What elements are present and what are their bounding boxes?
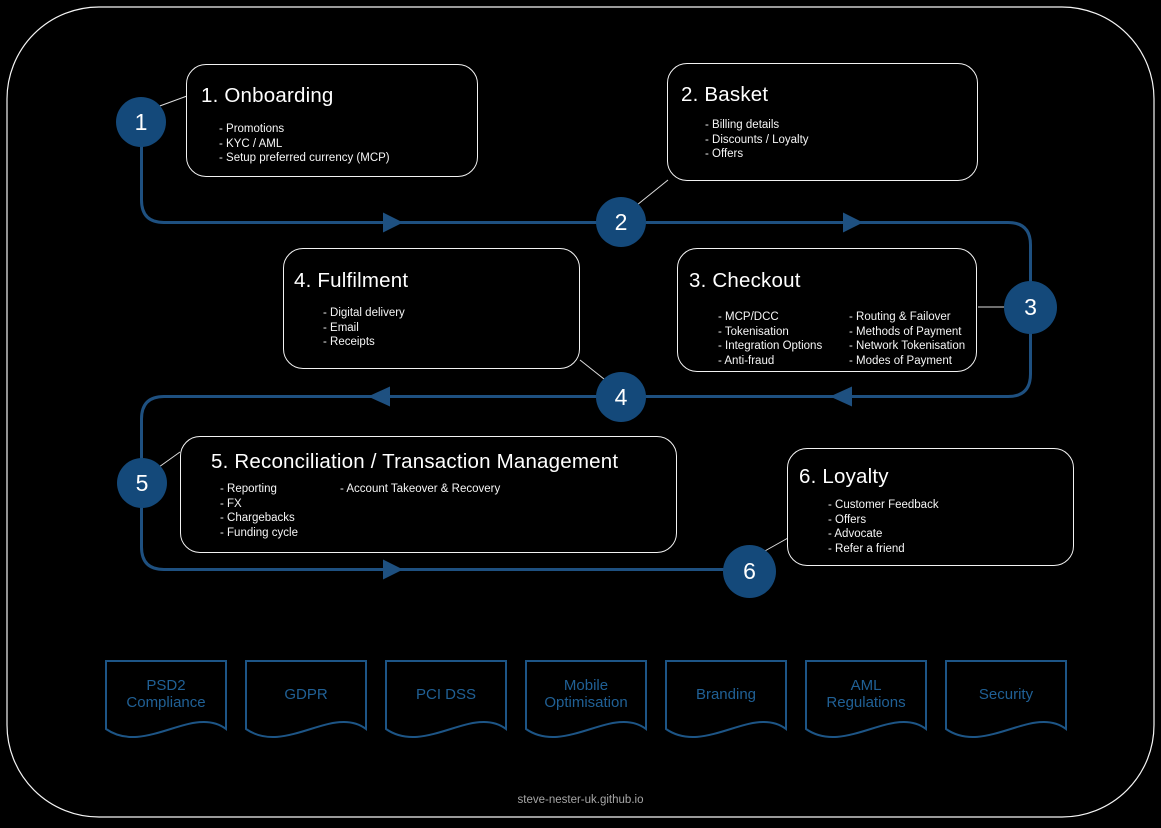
- bullet-item: - Chargebacks: [220, 512, 295, 524]
- bullet-item: - Receipts: [323, 336, 375, 348]
- banner-gdpr: GDPR: [245, 660, 367, 748]
- flow-node-6: 6: [723, 545, 776, 598]
- bullet-item: - Reporting: [220, 483, 277, 495]
- flow-node-2: 2: [596, 197, 646, 247]
- arrow-right-icon: [383, 212, 403, 233]
- step-box-checkout: 3. Checkout - MCP/DCC - Tokenisation - I…: [677, 248, 977, 372]
- bullet-item: - Tokenisation: [718, 325, 789, 338]
- step-title: 2. Basket: [681, 83, 769, 106]
- bullet-item: - Email: [323, 321, 359, 334]
- wave-banner-icon: [805, 660, 927, 738]
- step-title: 6. Loyalty: [799, 465, 889, 488]
- banner-psd2-compliance: PSD2 Compliance: [105, 660, 227, 748]
- banner-label: Security: [978, 685, 1034, 703]
- bullet-item: - Offers: [705, 148, 744, 160]
- wave-banner-icon: [385, 660, 507, 738]
- node-connector-line: [762, 537, 789, 553]
- node-connector-line: [579, 359, 605, 380]
- step-box-basket: 2. Basket - Billing details - Discounts …: [667, 63, 978, 181]
- flow-path: [140, 122, 1032, 571]
- step-box-reconciliation: 5. Reconciliation / Transaction Manageme…: [180, 436, 677, 553]
- banner-pci-dss: PCI DSS: [385, 660, 507, 748]
- banner-label: Mobile Optimisation: [544, 677, 628, 711]
- wave-banner-icon: [525, 660, 647, 738]
- step-box-fulfilment: 4. Fulfilment - Digital delivery - Email…: [283, 248, 580, 369]
- bullet-item: - Billing details: [705, 119, 780, 131]
- bullet-item: - KYC / AML: [219, 137, 283, 150]
- banner-label: GDPR: [284, 685, 328, 703]
- wave-banner-icon: [245, 660, 367, 738]
- wave-banner-icon: [945, 660, 1067, 738]
- footer-url: steve-nester-uk.github.io: [517, 794, 644, 806]
- bullet-item: - Refer a friend: [828, 542, 905, 555]
- bullet-item: - Discounts / Loyalty: [705, 133, 809, 146]
- step-box-onboarding: 1. Onboarding - Promotions - KYC / AML -…: [186, 64, 478, 177]
- bullet-item: - Network Tokenisation: [849, 340, 966, 352]
- bullet-item: - FX: [220, 497, 242, 510]
- bullet-item: - MCP/DCC: [718, 311, 779, 323]
- arrow-right-icon: [843, 212, 863, 233]
- bullet-item: - Methods of Payment: [849, 325, 962, 338]
- bullet-item: - Setup preferred currency (MCP): [219, 152, 390, 164]
- step-box-loyalty: 6. Loyalty - Customer Feedback - Offers …: [787, 448, 1074, 566]
- bullet-item: - Account Takeover & Recovery: [340, 483, 501, 495]
- bullet-item: - Offers: [828, 513, 867, 526]
- banner-aml-regulations: AML Regulations: [805, 660, 927, 748]
- bullet-item: - Digital delivery: [323, 307, 405, 319]
- banner-security: Security: [945, 660, 1067, 748]
- banner-mobile-optimisation: Mobile Optimisation: [525, 660, 647, 748]
- node-connector-line: [156, 95, 188, 108]
- flow-node-5: 5: [117, 458, 167, 508]
- arrow-left-icon: [830, 386, 852, 407]
- flow-node-3: 3: [1004, 281, 1057, 334]
- arrow-right-icon: [383, 559, 403, 580]
- bullet-item: - Routing & Failover: [849, 311, 951, 323]
- banner-label: AML Regulations: [826, 677, 906, 711]
- bullet-item: - Funding cycle: [220, 526, 298, 539]
- banner-label: Branding: [695, 685, 757, 703]
- bullet-item: - Integration Options: [718, 340, 823, 352]
- flow-node-4: 4: [596, 372, 646, 422]
- step-title: 1. Onboarding: [201, 84, 334, 107]
- banner-label: PSD2 Compliance: [126, 677, 206, 711]
- banner-branding: Branding: [665, 660, 787, 748]
- bullet-item: - Modes of Payment: [849, 354, 952, 367]
- bullet-item: - Customer Feedback: [828, 499, 939, 511]
- outer-border: [6, 6, 1155, 818]
- node-connector-line: [636, 179, 669, 206]
- wave-banner-icon: [105, 660, 227, 738]
- bullet-item: - Advocate: [828, 528, 883, 540]
- arrow-left-icon: [368, 386, 390, 407]
- banner-label: PCI DSS: [415, 685, 476, 703]
- step-title: 5. Reconciliation / Transaction Manageme…: [211, 450, 619, 473]
- node-connector-line: [158, 451, 181, 468]
- wave-banner-icon: [665, 660, 787, 738]
- bullet-item: - Promotions: [219, 123, 285, 135]
- bullet-item: - Anti-fraud: [718, 354, 775, 367]
- step-title: 4. Fulfilment: [294, 269, 409, 292]
- flow-node-1: 1: [116, 97, 166, 147]
- step-title: 3. Checkout: [689, 269, 801, 292]
